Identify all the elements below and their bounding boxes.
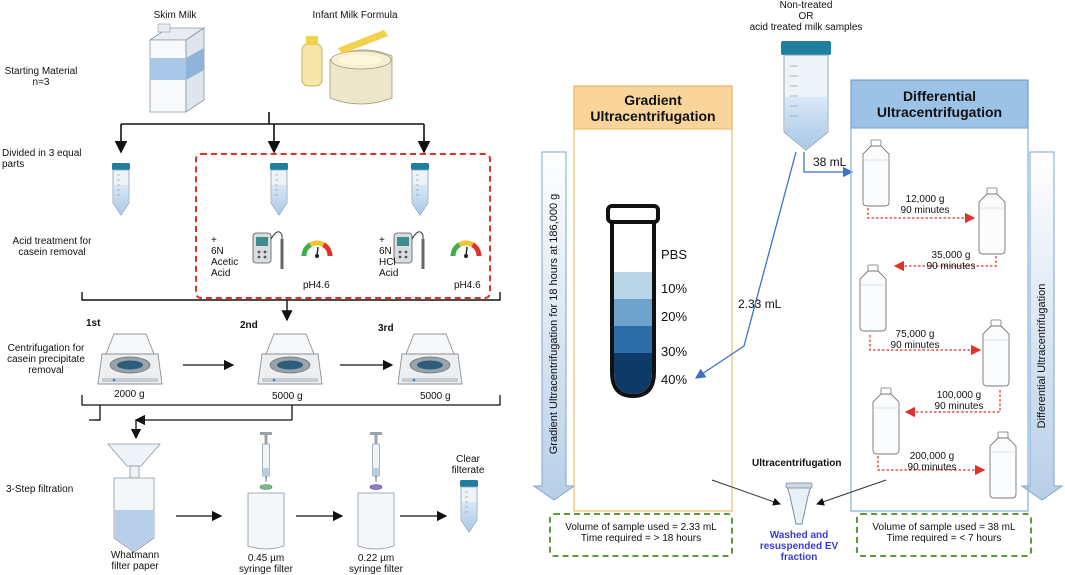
speed-3-label: 5000 g: [420, 391, 451, 402]
centrifuge-bottle-icon: [862, 139, 890, 207]
speed-1-label: 2000 g: [114, 389, 145, 400]
centrifuge-bottle-icon: [978, 187, 1006, 255]
differential-step-arrows: [867, 208, 1001, 476]
centrifuge-icon: [257, 333, 323, 385]
centrifuge-icon: [97, 333, 163, 385]
volume-38-label: 38 mL: [813, 155, 847, 169]
step-3-label: 3rd: [378, 323, 394, 334]
whatmann-filter-icon: [107, 443, 161, 553]
layer-30-label: 30%: [661, 344, 688, 359]
centrifuge-bottle-icon: [859, 264, 887, 332]
ph-label: pH4.6: [303, 280, 330, 291]
layer-pbs-label: PBS: [661, 247, 688, 262]
speed-2-label: 5000 g: [272, 391, 303, 402]
skim-milk-carton-icon: [148, 23, 206, 113]
syringe-022-icon: [369, 431, 383, 483]
differential-header-box: [850, 79, 1029, 129]
centrifuge-icon: [397, 333, 463, 385]
infant-formula-icon: [301, 30, 393, 105]
gradient-side-arrow: [532, 151, 576, 501]
skim-milk-label: Skim Milk: [153, 10, 197, 21]
layer-20-label: 20%: [661, 309, 688, 324]
step-1-label: 1st: [86, 318, 101, 329]
sample-split-arrows: [694, 151, 854, 379]
gradient-side-label: Gradient Ultracentrifugation for 18 hour…: [548, 193, 560, 455]
clear-filterate-tube-icon: [459, 479, 479, 533]
filtration-label: 3-Step filtration: [6, 484, 74, 495]
gradient-summary-box: [549, 513, 733, 557]
centrifuge-bracket: [81, 395, 501, 440]
split-arrows: [114, 112, 431, 154]
differential-summary-box: [856, 513, 1032, 557]
layer-40-label: 40%: [661, 372, 688, 387]
syringe-045-icon: [259, 431, 273, 483]
differential-side-label: Differential Ultracentrifugation: [1036, 283, 1048, 429]
centrifuge-bottle-icon: [872, 387, 900, 455]
ev-tube-icon: [785, 482, 813, 525]
differential-side-arrow: [1020, 151, 1064, 501]
gradient-column: [573, 128, 733, 512]
merge-bracket: [81, 292, 501, 322]
ph-label: pH4.6: [454, 280, 481, 291]
centrifuge-bottle-icon: [982, 319, 1010, 387]
infant-formula-label: Infant Milk Formula: [312, 10, 398, 21]
final-arrows: [711, 479, 887, 506]
tube-untreated-icon: [111, 162, 131, 216]
volume-233-label: 2.33 mL: [738, 297, 782, 311]
centrifuge-bottle-icon: [989, 431, 1017, 499]
step-2-label: 2nd: [240, 320, 258, 331]
sample-tube-icon: [781, 41, 831, 151]
gradient-tube-icon: [606, 204, 660, 399]
layer-10-label: 10%: [661, 281, 688, 296]
ultracentrifugation-label: Ultracentrifugation: [752, 458, 842, 469]
acid-treatment-box: [195, 153, 491, 299]
differential-column: [850, 127, 1029, 512]
